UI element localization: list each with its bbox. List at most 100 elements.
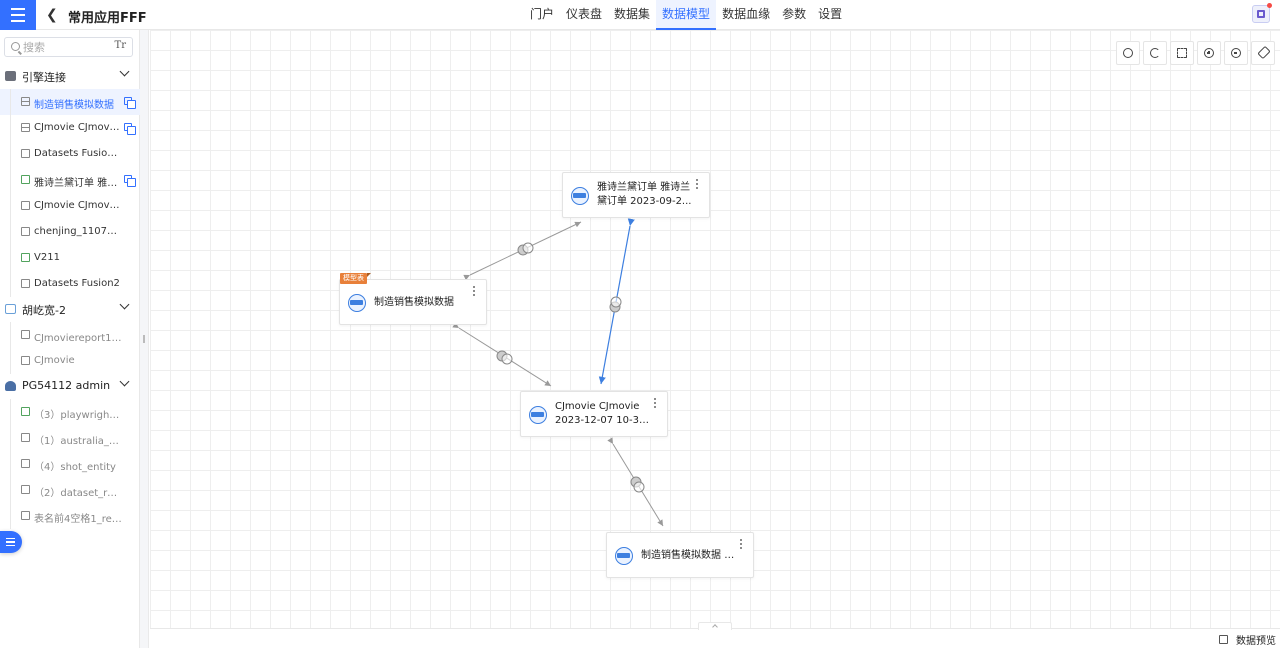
model-canvas[interactable]: 雅诗兰黛订单 雅诗兰黛订单 2023-09-2... 模型表 制造销售模拟数据 … — [150, 30, 1280, 628]
sidebar: Tr 引擎连接 制造销售模拟数据 CJmovie CJmovie ... Dat… — [0, 30, 140, 648]
tree-item-label: （2）dataset_refresh — [34, 488, 122, 499]
data-preview-button[interactable]: 数据预览 — [1219, 632, 1276, 647]
chevron-up-icon — [712, 624, 718, 630]
refresh-button[interactable] — [1143, 41, 1167, 65]
tree-item[interactable]: （3）playwright_rep... — [0, 399, 140, 425]
tree-item-label: 制造销售模拟数据 — [34, 100, 114, 111]
model-node[interactable]: 制造销售模拟数据 (1) — [606, 532, 754, 578]
more-options-icon[interactable] — [740, 539, 743, 550]
tree-item-label: （1）australia_states... — [34, 436, 122, 447]
tree-group-pg[interactable]: PG54112 admin — [0, 373, 140, 399]
tree-item[interactable]: CJmovie CJmovie 20... — [0, 193, 140, 219]
tree-group-engine[interactable]: 引擎连接 — [0, 63, 140, 89]
tree-item-label: 表名前4空格1_restore... — [34, 514, 122, 525]
zoom-in-icon — [1204, 48, 1214, 58]
dataset-icon — [21, 149, 30, 158]
tree-item-label: CJmoviereport1喜剧 — [34, 333, 122, 344]
hamburger-icon — [11, 6, 25, 24]
model-node[interactable]: 雅诗兰黛订单 雅诗兰黛订单 2023-09-2... — [562, 172, 710, 218]
app-title: 常用应用FFF — [68, 11, 147, 26]
search-box: Tr — [4, 37, 133, 57]
tree-item[interactable]: Datasets Fusion21 — [0, 141, 140, 167]
tree-item[interactable]: （1）australia_states... — [0, 425, 140, 451]
chevron-left-icon: ❮ — [46, 7, 58, 23]
nav-data-model[interactable]: 数据模型 — [656, 0, 717, 30]
dataset-icon — [21, 201, 30, 210]
search-tool-button[interactable] — [1116, 41, 1140, 65]
dataset-icon — [21, 330, 30, 339]
dataset-icon — [21, 253, 30, 262]
tree-item[interactable]: （2）dataset_refresh — [0, 477, 140, 503]
tree-item[interactable]: V211 — [0, 245, 140, 271]
chevron-down-icon[interactable] — [119, 299, 130, 310]
table-icon — [21, 97, 30, 106]
tree-item-label: Datasets Fusion21 — [34, 148, 122, 159]
dataset-icon — [21, 279, 30, 288]
excel-file-icon — [348, 294, 366, 312]
search-input[interactable] — [23, 39, 113, 55]
nav-portal[interactable]: 门户 — [530, 7, 555, 21]
edge-n1-n3[interactable] — [598, 218, 635, 385]
zoom-out-icon — [1231, 48, 1241, 58]
nav-dashboard[interactable]: 仪表盘 — [566, 7, 603, 21]
tree-group-label: PG54112 admin — [22, 379, 111, 392]
model-node[interactable]: 模型表 制造销售模拟数据 — [339, 273, 487, 325]
more-options-icon[interactable] — [654, 398, 657, 409]
tree-item[interactable]: （4）shot_entity — [0, 451, 140, 477]
text-format-icon[interactable]: Tr — [114, 40, 126, 51]
tree-item-label: V211 — [34, 252, 60, 263]
tree-item[interactable]: 表名前4空格1_restore... — [0, 503, 140, 529]
refresh-icon — [1150, 48, 1160, 58]
search-icon — [11, 42, 20, 51]
nav-settings[interactable]: 设置 — [818, 7, 843, 21]
tree-item-label: chenjing_1107_cjmo... — [34, 226, 122, 237]
postgres-icon — [5, 381, 16, 391]
zoom-in-button[interactable] — [1197, 41, 1221, 65]
nav-parameters[interactable]: 参数 — [782, 7, 807, 21]
tree-item[interactable]: Datasets Fusion2 — [0, 271, 140, 297]
tree-item[interactable]: 制造销售模拟数据 — [0, 89, 140, 115]
table-icon — [1219, 634, 1228, 644]
outline-toggle-button[interactable] — [0, 531, 22, 553]
dataset-icon — [21, 227, 30, 236]
excel-file-icon — [615, 547, 633, 565]
fit-view-button[interactable] — [1170, 41, 1194, 65]
excel-file-icon — [571, 187, 589, 205]
back-button[interactable]: ❮ — [46, 6, 58, 24]
more-options-icon[interactable] — [473, 286, 476, 297]
copy-icon[interactable] — [124, 123, 136, 135]
model-node[interactable]: CJmovie CJmovie 2023-12-07 10-3 CJ... — [520, 391, 668, 437]
copy-icon[interactable] — [124, 175, 136, 187]
fit-view-icon — [1177, 48, 1187, 58]
nav-datasets[interactable]: 数据集 — [614, 7, 651, 21]
tree-item[interactable]: CJmovie — [0, 348, 140, 374]
edge-n3-n4[interactable] — [607, 437, 664, 527]
app-switcher-icon[interactable] — [1252, 3, 1272, 23]
dataset-icon — [21, 485, 30, 494]
nav-data-lineage[interactable]: 数据血缘 — [722, 7, 771, 21]
menu-button[interactable] — [0, 0, 36, 30]
tree-item[interactable]: CJmoviereport1喜剧 — [0, 322, 140, 348]
sidebar-resize-handle[interactable] — [140, 30, 149, 648]
more-options-icon[interactable] — [696, 179, 699, 190]
canvas-toolbar — [1116, 41, 1275, 65]
copy-icon[interactable] — [124, 97, 136, 109]
chevron-down-icon[interactable] — [119, 376, 130, 387]
list-icon — [6, 538, 15, 546]
edge-n2-n1[interactable] — [463, 221, 582, 281]
chevron-down-icon[interactable] — [119, 66, 130, 77]
clear-button[interactable] — [1251, 41, 1275, 65]
dataset-icon — [21, 175, 30, 184]
tree-item-label: CJmovie — [34, 355, 75, 366]
tree-item[interactable]: CJmovie CJmovie ... — [0, 115, 140, 141]
expand-panel-handle[interactable] — [698, 622, 732, 630]
tree-item[interactable]: chenjing_1107_cjmo... — [0, 219, 140, 245]
edge-n2-n3[interactable] — [452, 322, 552, 387]
tree-item-label: （4）shot_entity — [34, 462, 116, 473]
zoom-out-button[interactable] — [1224, 41, 1248, 65]
model-table-tag: 模型表 — [340, 273, 371, 284]
tree-item[interactable]: 雅诗兰黛订单 雅诗... — [0, 167, 140, 193]
tree-item-label: Datasets Fusion2 — [34, 278, 120, 289]
tree-item-label: CJmovie CJmovie 20... — [34, 200, 122, 211]
tree-group-2[interactable]: 胡屹宽-2 — [0, 296, 140, 322]
